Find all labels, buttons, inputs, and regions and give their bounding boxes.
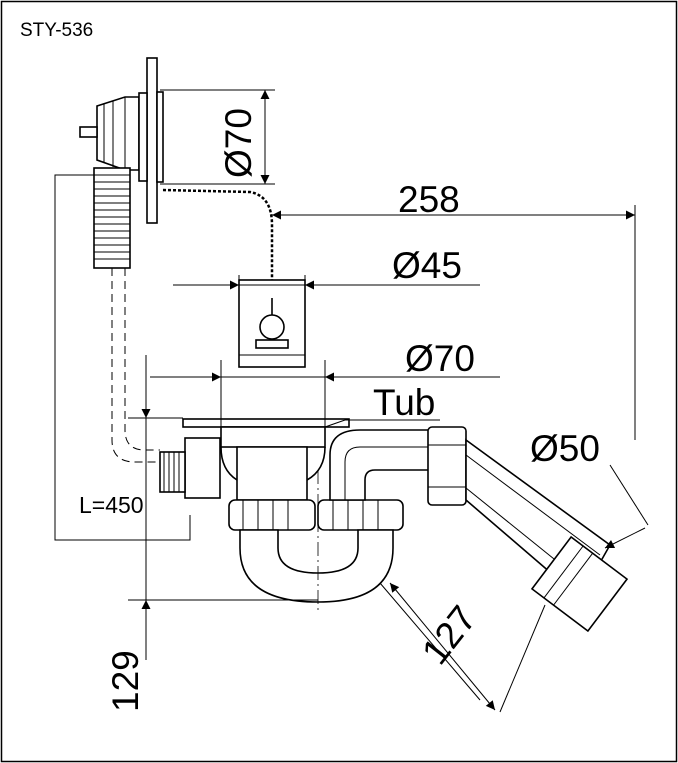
outlet-offset-label: 127: [414, 598, 484, 672]
tub-label: Tub: [373, 382, 435, 423]
overall-length-label: 258: [398, 179, 460, 220]
outlet-diameter-label: Ø50: [530, 428, 600, 469]
hose-length-label: L=450: [79, 492, 144, 518]
dimension-lines: [54, 89, 649, 713]
overflow-assembly: [79, 57, 274, 463]
model-code: STY-536: [20, 20, 93, 41]
plug-chain: [162, 188, 274, 298]
trap-height-label: 129: [105, 650, 146, 712]
plug-stopper: [238, 279, 306, 368]
waste-diameter-label: Ø70: [405, 338, 475, 379]
hose-corrugation: [94, 174, 130, 260]
overflow-diameter-label: Ø70: [218, 108, 259, 178]
waste-trap: [159, 418, 629, 633]
plug-diameter-label: Ø45: [392, 245, 462, 286]
